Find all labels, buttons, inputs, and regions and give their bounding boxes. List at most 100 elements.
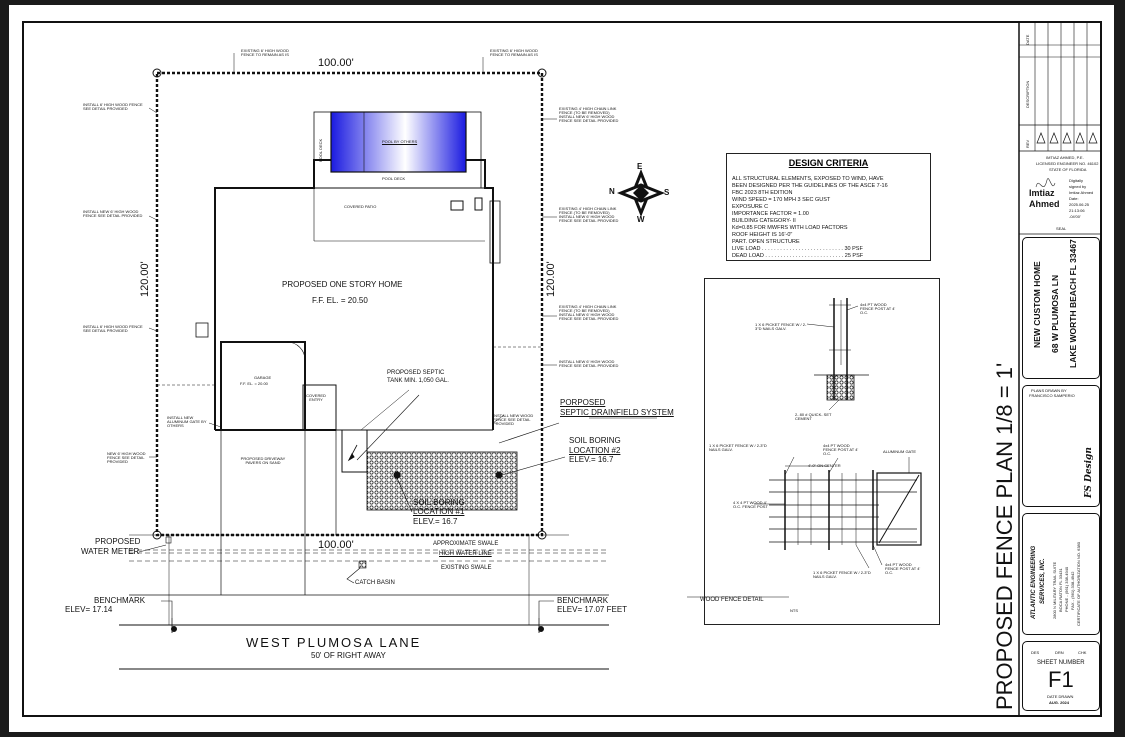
note-left-1: INSTALL 6' HIGH WOOD FENCE SEE DETAIL PR… bbox=[83, 102, 143, 111]
detail-gate-label: ALUMINUM GATE bbox=[883, 449, 917, 454]
criteria-line: Kd=0.85 FOR MWFRS WITH LOAD FACTORS bbox=[732, 225, 848, 231]
water-meter-label-2: WATER METER bbox=[81, 547, 140, 556]
boring1-label-3: ELEV.= 16.7 bbox=[413, 517, 458, 526]
note-right-3: EXISTING 4' HIGH CHAIN LINK FENCE (TO BE… bbox=[559, 304, 619, 321]
criteria-line: FBC 2023 8TH EDITION bbox=[732, 190, 793, 196]
firm-name-2: SERVICES, INC. bbox=[1040, 558, 1046, 604]
criteria-line: ROOF HEIGHT IS 16'-0" bbox=[732, 232, 793, 238]
title-block: DATE DESCRIPTION REV IMTIAZ AHMED, P.E. … bbox=[1019, 23, 1104, 715]
digital-7: -04'00' bbox=[1069, 214, 1081, 219]
street-name: WEST PLUMOSA LANE bbox=[246, 635, 422, 650]
garage-label: GARAGE bbox=[254, 375, 272, 380]
swale-label-3: EXISTING SWALE bbox=[441, 565, 492, 571]
project-box: NEW CUSTOM HOME 68 W PLUMOSA LN LAKE WOR… bbox=[1022, 237, 1100, 379]
right-of-way: 50' OF RIGHT AWAY bbox=[311, 651, 386, 660]
firm-detail-5: CERTIFICATE OF AUTHORIZATION NO. 6380 bbox=[1076, 541, 1081, 626]
note-left-3: INSTALL 6' HIGH WOOD FENCE SEE DETAIL PR… bbox=[83, 324, 143, 333]
compass-n: N bbox=[609, 187, 615, 196]
engineer-license: LICENSED ENGINEER NO. 46102 bbox=[1036, 161, 1099, 166]
criteria-line: BUILDING CATEGORY- II bbox=[732, 218, 796, 224]
note-right-1: EXISTING 4' HIGH CHAIN LINK FENCE (TO BE… bbox=[559, 106, 619, 123]
tb-col-rev: REV bbox=[1025, 139, 1030, 148]
drn-label: DRN bbox=[1055, 650, 1064, 655]
note-right-4: INSTALL NEW 6' HIGH WOOD FENCE SEE DETAI… bbox=[559, 359, 619, 368]
benchmark-left-marker bbox=[161, 600, 177, 633]
septic-drainfield bbox=[366, 451, 518, 511]
covered-entry-label: COVERED ENTRY bbox=[306, 393, 326, 402]
firm-box: ATLANTIC ENGINEERING SERVICES, INC. 2800… bbox=[1022, 513, 1100, 635]
criteria-line: EXPOSURE C bbox=[732, 204, 769, 210]
water-meter-label-1: PROPOSED bbox=[95, 537, 141, 546]
benchmark-left-1: BENCHMARK bbox=[94, 596, 146, 605]
benchmark-right-marker bbox=[538, 600, 554, 633]
drawing-sheet: 100.00' 100.00' 120.00' 120.00' PROPOSED… bbox=[9, 5, 1114, 732]
note-right-5: INSTALL NEW WOOD FENCE SEE DETAIL PROVID… bbox=[493, 413, 534, 426]
pool-deck-label: POOL DECK bbox=[382, 176, 406, 181]
project-line-1: NEW CUSTOM HOME bbox=[1032, 261, 1042, 348]
garage bbox=[220, 341, 337, 431]
boring1-label-1: SOIL BORING bbox=[413, 498, 465, 507]
revision-triangles bbox=[1036, 132, 1098, 144]
detail-post3-label: 4 X 4 PT WOOD 4' O.C. FENCE POST bbox=[733, 500, 768, 509]
site-plan-drawing bbox=[22, 21, 1102, 717]
benchmark-right-2: ELEV= 17.07 FEET bbox=[557, 605, 628, 614]
benchmark-right-1: BENCHMARK bbox=[557, 596, 609, 605]
drainfield-label-2: SEPTIC DRAINFIELD SYSTEM bbox=[560, 408, 674, 417]
firm-detail-2: BOCA RATON FL 33431 bbox=[1058, 568, 1063, 612]
criteria-line: LIVE LOAD . . . . . . . . . . . . . . . … bbox=[732, 246, 863, 252]
firm-detail-3: PHONE - (561) 338-4940 bbox=[1064, 566, 1069, 612]
pool-deck-side-label: POOL DECK bbox=[318, 138, 323, 162]
garage-elevation: F.F. EL. = 20.00 bbox=[240, 381, 268, 386]
tb-col-date: DATE bbox=[1025, 34, 1030, 45]
home-title: PROPOSED ONE STORY HOME bbox=[282, 280, 403, 289]
design-criteria-box: DESIGN CRITERIA ALL STRUCTURAL ELEMENTS,… bbox=[726, 153, 931, 261]
boring1-label-2: LOCATION #1 bbox=[413, 507, 465, 516]
note-left-2: INSTALL NEW 6' HIGH WOOD FENCE SEE DETAI… bbox=[83, 209, 143, 218]
dim-top: 100.00' bbox=[318, 57, 354, 69]
sheet-border bbox=[22, 21, 1102, 717]
digital-5: 2025.06.25 bbox=[1069, 202, 1090, 207]
dim-left: 120.00' bbox=[139, 261, 151, 297]
chk-label: CHK bbox=[1078, 650, 1087, 655]
note-left-5: NEW 6' HIGH WOOD FENCE SEE DETAIL PROVID… bbox=[107, 451, 146, 464]
criteria-line: WIND SPEED = 170 MPH 3 SEC GUST bbox=[732, 197, 831, 203]
design-criteria-title: DESIGN CRITERIA bbox=[788, 158, 869, 168]
signer-first: Imtiaz bbox=[1029, 188, 1055, 198]
engineer-name: IMTIAZ AHMED, P.E. bbox=[1046, 155, 1084, 160]
sheet-number-label: SHEET NUMBER bbox=[1037, 660, 1085, 666]
septic-label-2: TANK MIN. 1,050 GAL. bbox=[387, 378, 449, 384]
signature bbox=[1035, 178, 1056, 188]
fence-elevation-drawing bbox=[687, 456, 922, 598]
detail-picket2-label: 1 X 6 PICKET FENCE W / 2-3"D NAILS GALV. bbox=[709, 443, 767, 452]
des-label: DES bbox=[1031, 650, 1040, 655]
date-drawn: AUG. 2024 bbox=[1049, 700, 1070, 705]
swale-label-1: APPROXIMATE SWALE bbox=[433, 541, 499, 547]
seal-label: SEAL bbox=[1056, 226, 1067, 231]
fs-design-logo: FS Design bbox=[1084, 447, 1094, 498]
fence-section-drawing bbox=[806, 298, 869, 411]
compass-s: S bbox=[664, 188, 670, 197]
detail-picket3-label: 1 X 6 PICKET FENCE W / 2-3"D NAILS GALV. bbox=[813, 570, 871, 579]
detail-nts: NTS bbox=[790, 608, 798, 613]
dim-right: 120.00' bbox=[545, 261, 557, 297]
engineer-state: STATE OF FLORIDA bbox=[1049, 167, 1087, 172]
firm-name-1: ATLANTIC ENGINEERING bbox=[1031, 545, 1037, 619]
catch-basin-label: CATCH BASIN bbox=[355, 580, 395, 586]
covered-patio-label: COVERED PATIO bbox=[344, 204, 377, 209]
boring2-label-1: SOIL BORING bbox=[569, 436, 621, 445]
criteria-line: BEEN DESIGNED PER THE GUIDELINES OF THE … bbox=[732, 183, 888, 189]
sheet-title: PROPOSED FENCE PLAN 1/8 = 1' bbox=[992, 362, 1017, 710]
septic-tank bbox=[341, 429, 368, 473]
detail-post-label: 4x4 PT WOOD FENCE POST AT 4' O.C. bbox=[860, 302, 896, 315]
wood-fence-detail-box: 4x4 PT WOOD FENCE POST AT 4' O.C. 1 X 6 … bbox=[700, 278, 940, 625]
swale-label-2: HIGH WATER LINE bbox=[439, 551, 492, 557]
detail-post2-label: 4x4 PT WOOD FENCE POST AT 4' O.C. bbox=[823, 443, 859, 456]
sheet-number: F1 bbox=[1048, 667, 1074, 692]
compass-e: E bbox=[637, 162, 643, 171]
project-line-2: 68 W PLUMOSA LN bbox=[1050, 274, 1060, 353]
drainfield-label-1: PORPOSED bbox=[560, 398, 606, 407]
note-left-4: INSTALL NEW ALUMINUM GATE BY OTHERS bbox=[167, 415, 207, 428]
driveway-label: PROPOSED DRIVEWAY PAVERS ON SAND bbox=[240, 456, 286, 465]
digital-6: 21:13:06 bbox=[1069, 208, 1085, 213]
firm-detail-4: FAX - (561) 338-4942 bbox=[1070, 571, 1075, 610]
